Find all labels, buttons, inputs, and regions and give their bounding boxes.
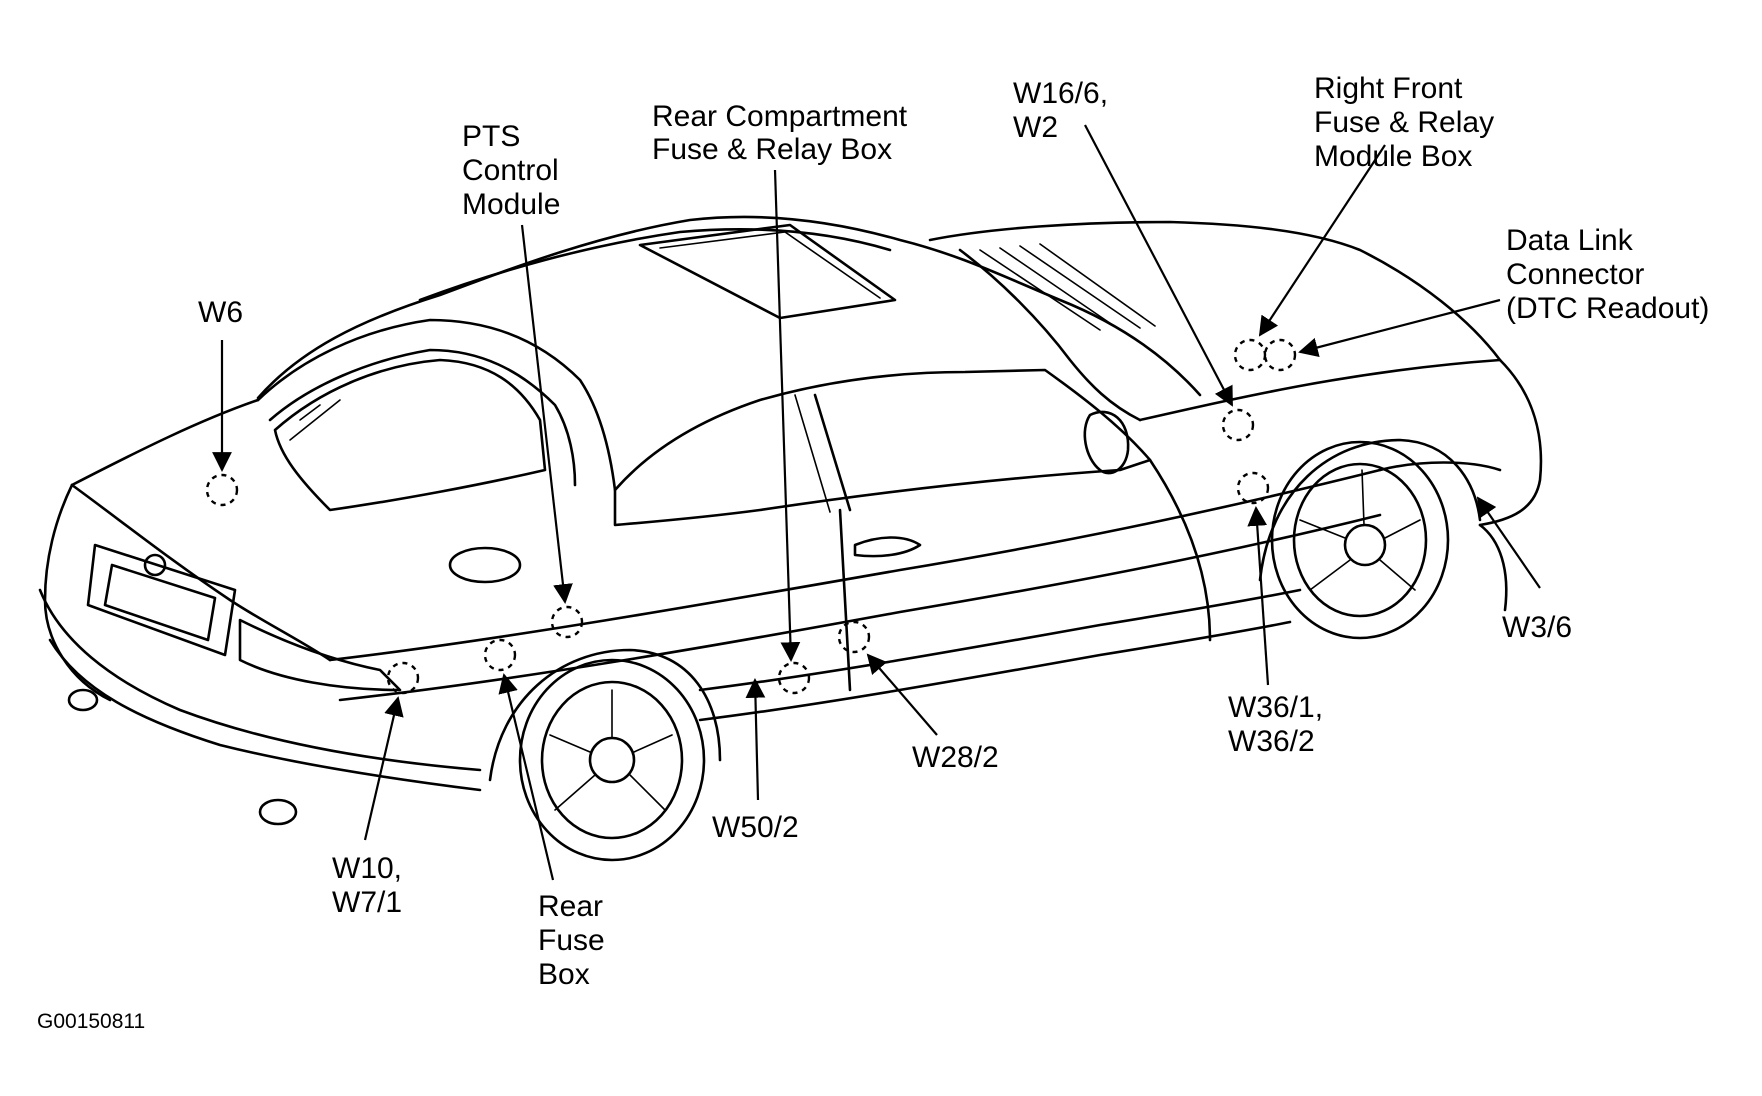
leader-w10: [363, 696, 404, 841]
callout-labels: W6 PTS Control Module Rear Compartment F…: [37, 72, 1709, 1033]
spot-rear-fuse-box: [483, 638, 517, 672]
spot-w16-w2: [1221, 408, 1255, 442]
label-w3-6: W3/6: [1502, 611, 1572, 644]
label-w50-2: W50/2: [712, 811, 799, 844]
spot-w28-2: [837, 620, 871, 654]
spot-rear-compartment-box: [777, 661, 811, 695]
spot-right-front-box: [1233, 338, 1267, 372]
leader-w36: [1247, 506, 1270, 686]
leader-right-front: [1258, 144, 1386, 337]
leader-rear-fuse: [498, 673, 555, 881]
leader-rear-compartment: [773, 169, 801, 662]
spot-w36: [1236, 471, 1270, 505]
component-locations: [205, 338, 1297, 695]
label-rear-compartment-box: Rear Compartment Fuse & Relay Box: [652, 100, 915, 166]
spot-pts-control-module: [550, 605, 584, 639]
leader-w16: [1084, 124, 1233, 407]
leader-w50: [745, 678, 766, 801]
label-pts-control-module: PTS Control Module: [462, 120, 567, 221]
label-rear-fuse-box: Rear Fuse Box: [538, 890, 613, 991]
spot-w10-w7: [386, 661, 420, 695]
label-w16-w2: W16/6, W2: [1013, 77, 1116, 144]
label-data-link-connector: Data Link Connector (DTC Readout): [1506, 224, 1709, 325]
spot-data-link-connector: [1263, 338, 1297, 372]
label-right-front-box: Right Front Fuse & Relay Module Box: [1314, 72, 1502, 173]
leader-w28: [866, 653, 938, 736]
spot-w6: [205, 473, 239, 507]
label-w6: W6: [198, 296, 243, 329]
label-w10-w7: W10, W7/1: [332, 852, 410, 919]
figure-code: G00150811: [37, 1010, 145, 1033]
car-outline: [38, 215, 1543, 862]
label-w36: W36/1, W36/2: [1228, 691, 1331, 758]
label-w28-2: W28/2: [912, 741, 999, 774]
leader-pts: [520, 224, 573, 604]
leader-data-link: [1298, 298, 1501, 358]
leader-lines: [212, 124, 1541, 881]
leader-w3-6: [1476, 496, 1541, 589]
